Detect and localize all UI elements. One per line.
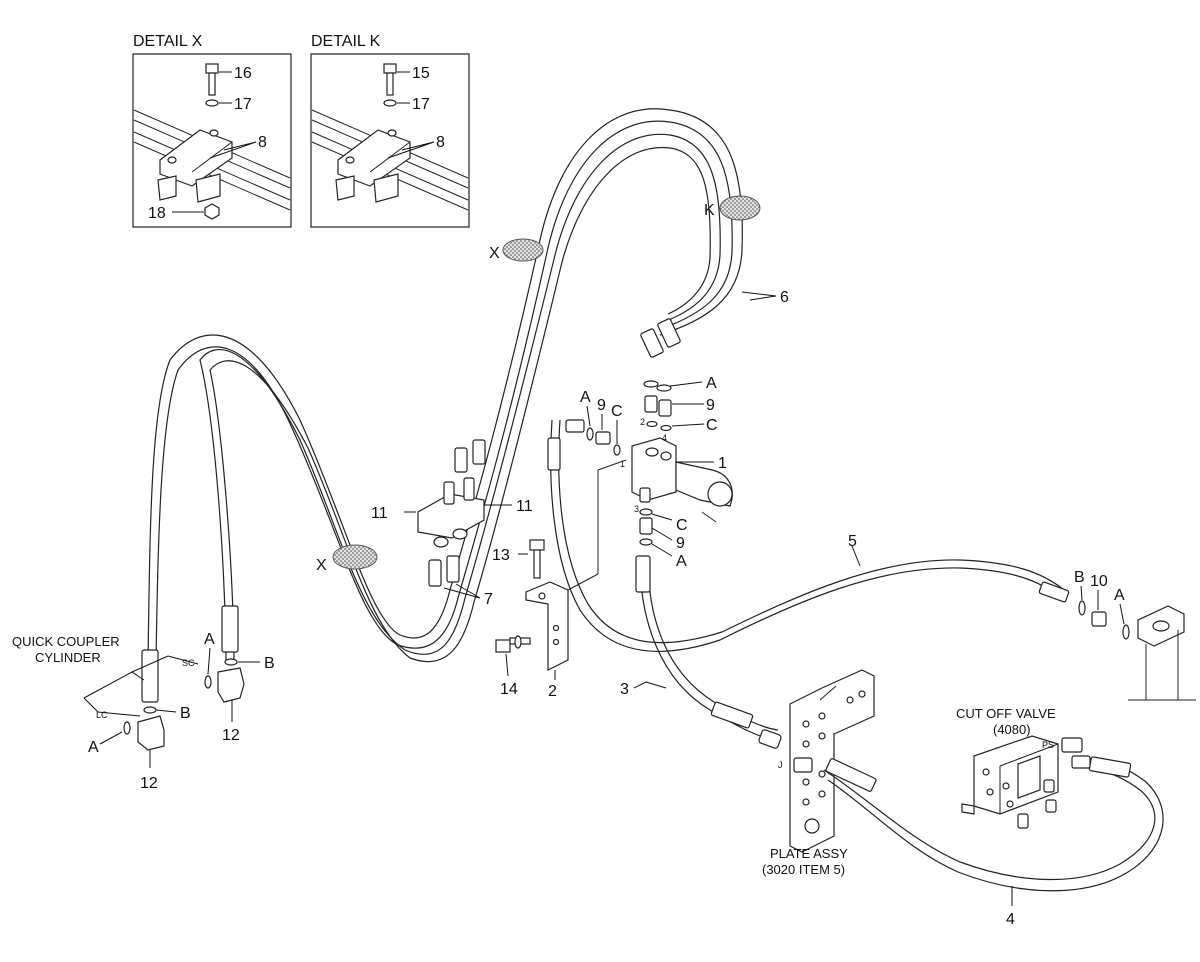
detail-k-label-8: 8 bbox=[436, 134, 445, 151]
callout-c-top: C bbox=[706, 417, 718, 434]
port-j-label: J bbox=[778, 760, 783, 770]
callout-a-left: A bbox=[580, 389, 591, 406]
left-cylinder-fittings bbox=[123, 605, 245, 751]
callout-b-cyl-upper: B bbox=[264, 655, 275, 672]
port-4-label: 4 bbox=[662, 433, 667, 443]
hose-5 bbox=[547, 419, 1070, 653]
cut-off-valve-line2: (4080) bbox=[993, 722, 1031, 737]
marker-k bbox=[719, 195, 761, 221]
detail-x-label-16: 16 bbox=[234, 65, 252, 82]
port-2-label: 2 bbox=[640, 417, 645, 427]
callout-a-top: A bbox=[706, 375, 717, 392]
callout-12-upper: 12 bbox=[222, 727, 240, 744]
hose-4 bbox=[823, 756, 1164, 892]
detail-k-bolt bbox=[383, 63, 397, 107]
callout-9-top: 9 bbox=[706, 397, 715, 414]
marker-x-lower-label: X bbox=[316, 557, 327, 574]
callout-9-bottom: 9 bbox=[676, 535, 685, 552]
detail-x-clamp bbox=[157, 129, 233, 203]
marker-x-upper bbox=[502, 238, 544, 262]
callout-1: 1 bbox=[718, 455, 727, 472]
detail-x-bolt bbox=[204, 63, 220, 220]
port-lc-label: LC bbox=[96, 710, 108, 720]
port-1-label: 1 bbox=[620, 459, 625, 469]
callout-10: 10 bbox=[1090, 573, 1108, 590]
manifold-11 bbox=[417, 477, 485, 548]
detail-x-title: DETAIL X bbox=[133, 33, 203, 50]
marker-x-upper-label: X bbox=[489, 245, 500, 262]
callout-13: 13 bbox=[492, 547, 510, 564]
valve-top-fittings bbox=[643, 380, 672, 432]
port-3-label: 3 bbox=[634, 504, 639, 514]
cut-off-valve-line1: CUT OFF VALVE bbox=[956, 706, 1056, 721]
callout-a-cyl-lower: A bbox=[88, 739, 99, 756]
detail-x-label-18: 18 bbox=[148, 205, 166, 222]
plate-assy-line2: (3020 ITEM 5) bbox=[762, 862, 845, 877]
bracket-2 bbox=[525, 459, 627, 671]
bolt-14 bbox=[495, 635, 531, 653]
callout-11-right: 11 bbox=[516, 498, 533, 515]
valve-1 bbox=[631, 437, 733, 523]
callout-c-bottom: C bbox=[676, 517, 688, 534]
valve-bottom-fittings bbox=[639, 508, 653, 546]
callout-9-left: 9 bbox=[597, 397, 606, 414]
detail-k-label-15: 15 bbox=[412, 65, 430, 82]
detail-k-title: DETAIL K bbox=[311, 33, 381, 50]
detail-x-label-17: 17 bbox=[234, 96, 252, 113]
callout-b-right: B bbox=[1074, 569, 1085, 586]
plate-assy bbox=[789, 669, 875, 853]
plate-assy-line1: PLATE ASSY bbox=[770, 846, 848, 861]
detail-k-clamp bbox=[335, 129, 411, 203]
detail-x: DETAIL X 16 17 8 18 bbox=[132, 33, 292, 228]
callout-b-cyl-lower: B bbox=[180, 705, 191, 722]
marker-x-lower bbox=[332, 544, 378, 570]
quick-coupler-line2: CYLINDER bbox=[35, 650, 101, 665]
flange-connection bbox=[1078, 600, 1196, 701]
callout-c-left: C bbox=[611, 403, 623, 420]
port-ps-label: PS bbox=[1042, 740, 1054, 750]
callout-11-left: 11 bbox=[371, 505, 388, 522]
cut-off-valve bbox=[961, 735, 1091, 829]
callout-a-bottom: A bbox=[676, 553, 687, 570]
detail-k: DETAIL K 15 17 8 bbox=[310, 33, 470, 228]
callout-14: 14 bbox=[500, 681, 518, 698]
callout-3: 3 bbox=[620, 681, 629, 698]
callout-a-cyl-upper: A bbox=[204, 631, 215, 648]
callout-5: 5 bbox=[848, 533, 857, 550]
quick-coupler-line1: QUICK COUPLER bbox=[12, 634, 120, 649]
callout-a-right: A bbox=[1114, 587, 1125, 604]
bolt-13 bbox=[529, 539, 545, 579]
callout-6: 6 bbox=[780, 289, 789, 306]
detail-k-label-17: 17 bbox=[412, 96, 430, 113]
valve-left-fittings bbox=[565, 419, 621, 456]
port-sc-label: SC bbox=[182, 658, 195, 668]
callout-7: 7 bbox=[484, 591, 493, 608]
marker-k-label: K bbox=[704, 202, 715, 219]
detail-x-label-8: 8 bbox=[258, 134, 267, 151]
callout-4: 4 bbox=[1006, 911, 1015, 928]
callout-2: 2 bbox=[548, 683, 557, 700]
hose-3 bbox=[635, 555, 782, 749]
callout-12-lower: 12 bbox=[140, 775, 158, 792]
